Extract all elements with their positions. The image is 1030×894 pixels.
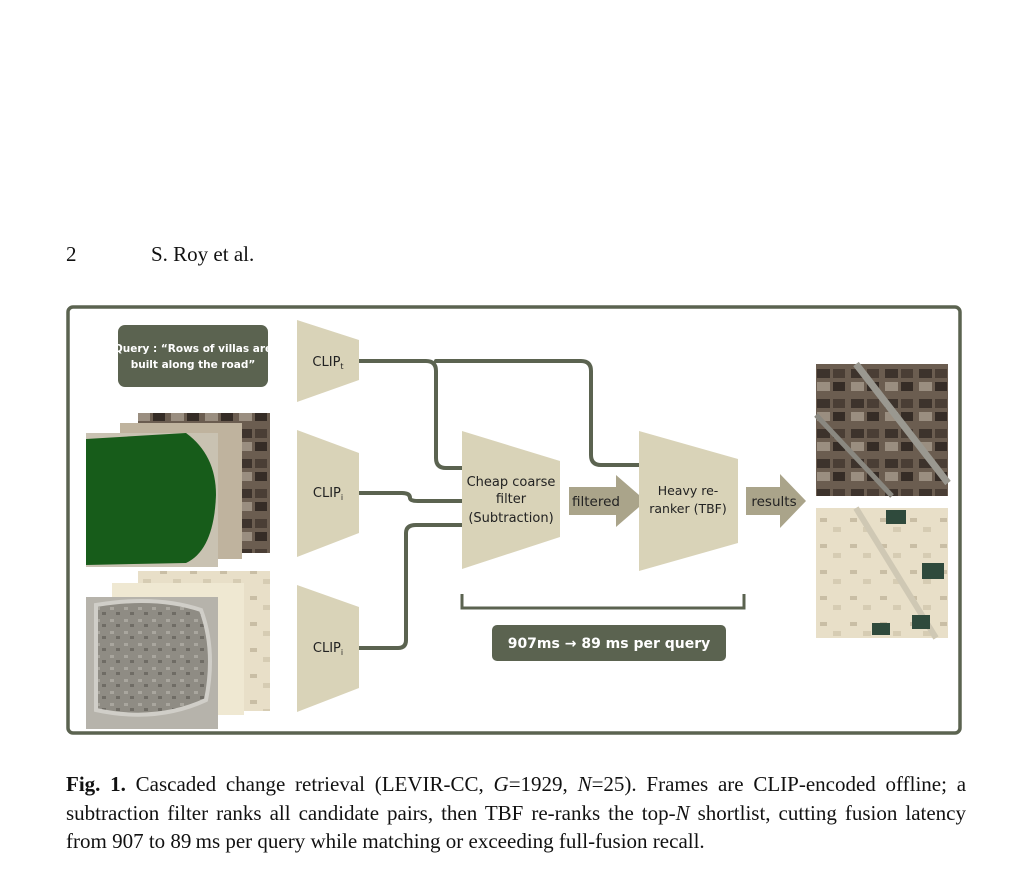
caption-symbol-n: N [577, 772, 592, 796]
encoder-text-sub: t [340, 362, 343, 371]
line-text-to-filter [354, 359, 466, 470]
svg-text:CLIPi: CLIPi [313, 641, 343, 657]
coarse-filter-line1: Cheap coarse [467, 475, 556, 490]
reranker-block: Heavy re- ranker (TBF) [639, 431, 738, 571]
page-number: 2 [66, 242, 77, 266]
filtered-arrow: filtered [569, 475, 646, 527]
query-box: Query : “Rows of villas are built along … [114, 325, 272, 387]
caption-text-2: shortlist, cutting fusion latency from 9… [66, 800, 966, 854]
line-text-to-reranker [434, 359, 643, 467]
encoder-image-1-label: CLIP [313, 486, 341, 501]
svg-text:CLIPi: CLIPi [313, 486, 343, 502]
result-image-2 [816, 506, 948, 640]
svg-text:CLIPt: CLIPt [312, 355, 343, 371]
caption-text-1: Cascaded change retrieval (LEVIR-CC, [125, 772, 494, 796]
connection-lines [354, 359, 643, 650]
encoder-image-2-label: CLIP [313, 641, 341, 656]
caption-label: Fig. 1. [66, 772, 126, 796]
encoder-image-2: CLIPi [297, 585, 359, 712]
coarse-filter-block: Cheap coarse filter (Subtraction) [462, 431, 560, 569]
coarse-filter-line3: (Subtraction) [468, 511, 553, 526]
caption-symbol-g: G [493, 772, 509, 796]
encoder-text-label: CLIP [312, 355, 340, 370]
encoder-image-2-sub: i [341, 648, 343, 657]
figure-pipeline: Query : “Rows of villas are built along … [66, 305, 962, 735]
query-text-line1: Query : “Rows of villas are [114, 343, 272, 355]
encoder-image-1-sub: i [341, 493, 343, 502]
pipeline-diagram: Query : “Rows of villas are built along … [66, 305, 962, 735]
reranker-line2: ranker (TBF) [649, 501, 726, 516]
caption-g-value: =1929, [508, 772, 578, 796]
line-image2-to-filter [354, 523, 466, 650]
caption-symbol-n-2: N [675, 800, 690, 825]
encoder-image-1: CLIPi [297, 430, 359, 557]
encoder-text: CLIPt [297, 320, 359, 402]
stack1-pond-shape [86, 433, 216, 565]
latency-bracket [460, 594, 746, 610]
result-image-1 [814, 361, 951, 498]
caption-n-value: =25). Frames are CLIP-encoded offline; a… [66, 772, 967, 825]
image-stack-after [86, 571, 270, 729]
image-stack-before [86, 413, 270, 567]
stack2-pond-shape [94, 599, 212, 717]
running-head-authors: S. Roy et al. [151, 242, 255, 266]
results-label: results [751, 494, 796, 510]
coarse-filter-line2: filter [496, 492, 527, 507]
filtered-label: filtered [572, 494, 620, 510]
latency-label: 907ms → 89 ms per query [508, 636, 711, 652]
line-image1-to-filter [354, 491, 466, 503]
query-text-line2: built along the road” [131, 359, 256, 371]
figure-caption: Fig. 1. Cascaded change retrieval (LEVIR… [66, 770, 966, 856]
reranker-line1: Heavy re- [658, 483, 719, 498]
results-arrow: results [746, 474, 806, 528]
latency-pill: 907ms → 89 ms per query [492, 625, 726, 661]
